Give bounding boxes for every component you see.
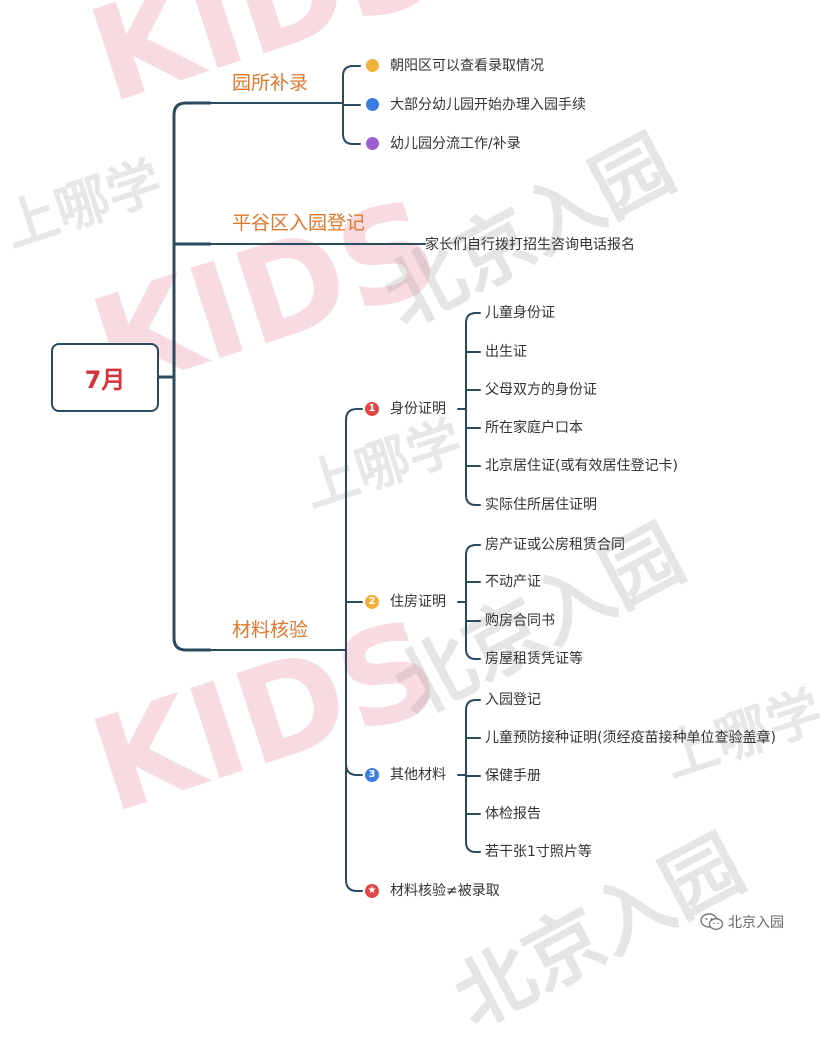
connector-zhufang-leaves — [457, 544, 481, 660]
leaf-zhufang[interactable]: 不动产证 — [485, 574, 541, 590]
branch-yuansuo-bulu[interactable]: 园所补录 — [232, 72, 309, 94]
branch-pinggu-ruyuan[interactable]: 平谷区入园登记 — [232, 212, 366, 234]
leaf-shenfen[interactable]: 出生证 — [485, 344, 527, 360]
connector-cailiao-children — [345, 408, 363, 892]
leaf-zhufang[interactable]: 房产证或公房租赁合同 — [485, 537, 625, 553]
note-not-admission[interactable]: 材料核验≠被录取 — [390, 883, 500, 899]
leaf-zhufang[interactable]: 房屋租赁凭证等 — [485, 651, 583, 667]
star-badge-icon: ★ — [365, 884, 379, 898]
connector-qita-leaves — [457, 699, 481, 853]
leaf-qita[interactable]: 保健手册 — [485, 768, 541, 784]
branch-cailiao-heyan[interactable]: 材料核验 — [232, 619, 309, 641]
leaf-qita[interactable]: 儿童预防接种证明(须经疫苗接种单位查验盖章) — [485, 730, 776, 746]
badge-3-icon: 3 — [365, 768, 379, 782]
leaf-shenfen[interactable]: 父母双方的身份证 — [485, 382, 597, 398]
group-shenfen[interactable]: 身份证明 — [390, 401, 446, 417]
leaf-fenliu[interactable]: 幼儿园分流工作/补录 — [390, 136, 521, 152]
leaf-qita[interactable]: 体检报告 — [485, 806, 541, 822]
badge-2-icon: 2 — [365, 595, 379, 609]
leaf-chaoyang[interactable]: 朝阳区可以查看录取情况 — [390, 58, 544, 74]
bullet-dot-yellow — [366, 59, 379, 72]
group-zhufang[interactable]: 住房证明 — [390, 594, 446, 610]
leaf-qita[interactable]: 入园登记 — [485, 692, 541, 708]
connector-main-trunk — [172, 101, 212, 652]
group-qita[interactable]: 其他材料 — [390, 767, 446, 783]
connector-shenfen-leaves — [457, 312, 481, 506]
leaf-dabufen[interactable]: 大部分幼儿园开始办理入园手续 — [390, 97, 586, 113]
connector-yuansuo-children — [342, 65, 361, 145]
bullet-dot-blue — [366, 98, 379, 111]
mindmap-connectors — [157, 65, 481, 892]
root-node-july[interactable]: 7月 — [51, 343, 159, 412]
leaf-shenfen[interactable]: 北京居住证(或有效居住登记卡) — [485, 458, 678, 474]
leaf-shenfen[interactable]: 所在家庭户口本 — [485, 420, 583, 436]
bullet-dot-purple — [366, 137, 379, 150]
leaf-shenfen[interactable]: 实际住所居住证明 — [485, 497, 597, 513]
leaf-zhufang[interactable]: 购房合同书 — [485, 613, 555, 629]
footer-account: 北京入园 — [700, 912, 784, 932]
leaf-qita[interactable]: 若干张1寸照片等 — [485, 844, 592, 860]
leaf-shenfen[interactable]: 儿童身份证 — [485, 305, 555, 321]
wechat-icon — [700, 913, 724, 931]
badge-1-icon: 1 — [365, 402, 379, 416]
footer-text: 北京入园 — [728, 915, 784, 931]
leaf-pinggu-phone[interactable]: 家长们自行拨打招生咨询电话报名 — [425, 237, 635, 253]
